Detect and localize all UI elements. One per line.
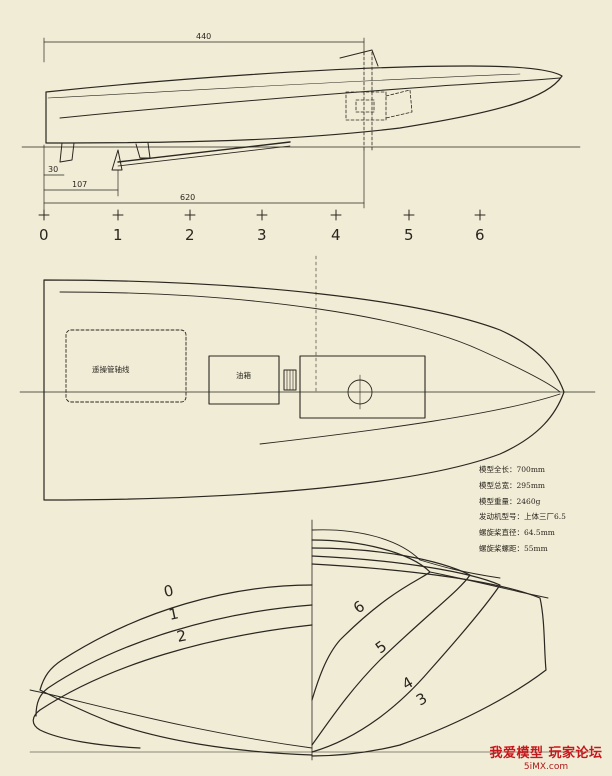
station-label-3: 3 bbox=[257, 226, 267, 244]
rudder-box-label: 遥操管轴线 bbox=[92, 364, 130, 374]
spec-engine: 发动机型号：上体三厂6.5 bbox=[479, 512, 566, 522]
body-plan bbox=[29, 519, 591, 761]
section-label-6: 6 bbox=[350, 597, 368, 617]
dim-label-620: 620 bbox=[180, 193, 195, 202]
section-label-0: 0 bbox=[162, 581, 175, 601]
profile-cowl bbox=[339, 49, 379, 67]
station-labels: 0 1 2 3 4 5 6 bbox=[39, 226, 485, 244]
station-markers bbox=[38, 209, 486, 221]
section-label-3: 3 bbox=[413, 689, 430, 709]
station-label-5: 5 bbox=[404, 226, 414, 244]
section-label-5: 5 bbox=[372, 637, 390, 657]
fuel-tank bbox=[208, 355, 280, 405]
rudder bbox=[59, 142, 75, 163]
section-label-1: 1 bbox=[167, 604, 180, 624]
profile-view bbox=[21, 37, 581, 211]
section-3 bbox=[311, 563, 547, 757]
watermark: 我爱模型 玩家论坛 5iMX.com bbox=[486, 742, 606, 772]
spec-length: 模型全长：700mm bbox=[479, 465, 546, 474]
spec-weight: 模型重量：2460g bbox=[479, 496, 541, 506]
propeller-shaft bbox=[117, 141, 291, 163]
plan-inner-sheer bbox=[59, 291, 561, 393]
station-label-6: 6 bbox=[475, 226, 485, 244]
profile-hull-outline bbox=[45, 65, 563, 144]
section-label-4: 4 bbox=[399, 673, 416, 693]
section-1 bbox=[35, 604, 313, 717]
spec-width: 模型总宽：295mm bbox=[479, 480, 546, 490]
station-label-0: 0 bbox=[39, 226, 49, 244]
plan-labels: 遥操管轴线 油箱 bbox=[92, 364, 251, 380]
section-labels: 0 1 2 6 5 4 3 bbox=[162, 581, 430, 709]
section-0 bbox=[39, 584, 313, 756]
station-label-2: 2 bbox=[185, 226, 195, 244]
profile-dimension-labels: 440 30 107 620 bbox=[48, 32, 211, 202]
dim-label-107: 107 bbox=[72, 180, 87, 189]
plan-view bbox=[19, 255, 596, 501]
section-4 bbox=[311, 555, 501, 753]
spec-list: 模型全长：700mm 模型总宽：295mm 模型重量：2460g 发动机型号：上… bbox=[479, 462, 609, 557]
profile-chine-line bbox=[59, 77, 561, 119]
rudder-servo-box bbox=[65, 329, 187, 403]
dim-label-440: 440 bbox=[196, 32, 211, 41]
engine-outline bbox=[345, 51, 413, 151]
station-label-1: 1 bbox=[113, 226, 123, 244]
propeller bbox=[111, 149, 123, 171]
watermark-url: 5iMX.com bbox=[523, 762, 569, 772]
station-label-4: 4 bbox=[331, 226, 341, 244]
watermark-title: 我爱模型 玩家论坛 bbox=[489, 746, 603, 761]
shaft-strut bbox=[135, 142, 151, 159]
section-6 bbox=[311, 539, 431, 701]
engine-hatch bbox=[299, 355, 426, 419]
spec-prop-pitch: 螺旋桨螺距：55mm bbox=[479, 543, 548, 553]
section-2 bbox=[32, 624, 313, 749]
dim-label-30: 30 bbox=[48, 165, 58, 174]
section-label-2: 2 bbox=[175, 626, 188, 646]
spec-prop-diameter: 螺旋桨直径：64.5mm bbox=[479, 528, 555, 538]
fuel-tank-label: 油箱 bbox=[236, 370, 251, 380]
section-5 bbox=[311, 547, 471, 746]
